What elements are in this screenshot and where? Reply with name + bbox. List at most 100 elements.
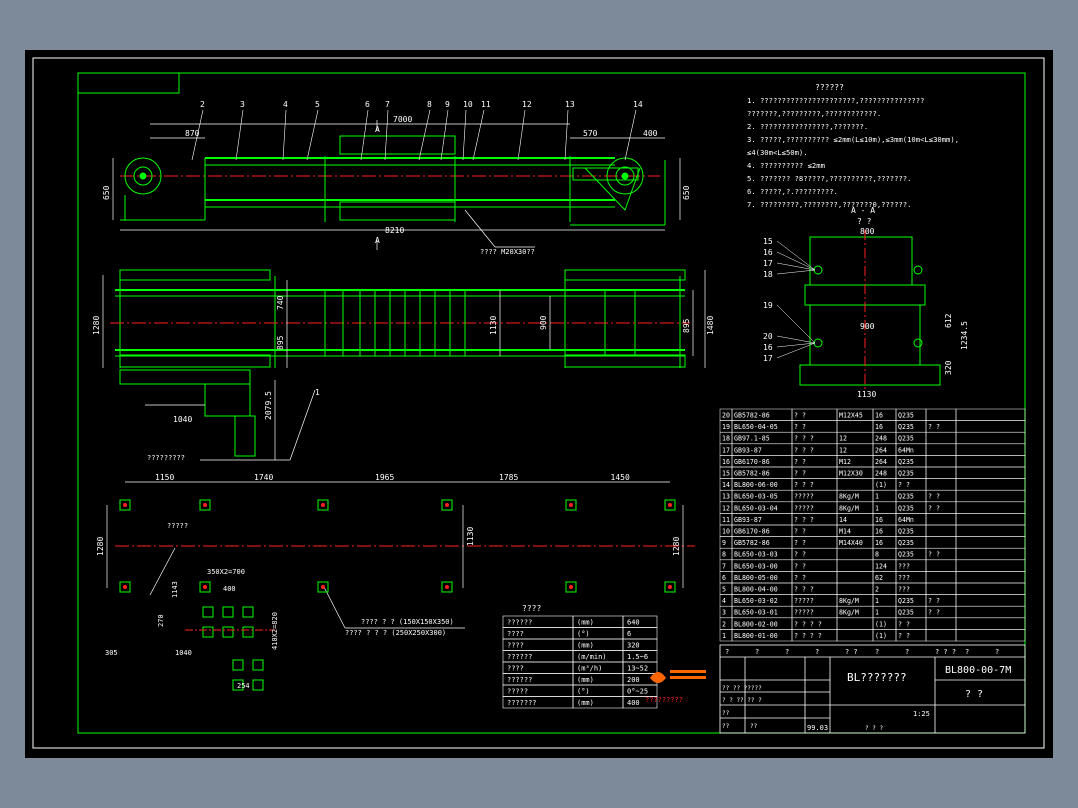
side-leader [418,109,431,161]
top-d6: 900 [539,315,548,330]
section-leader [776,342,816,359]
bom-cell [925,524,957,537]
bom-text: 12 [839,446,847,454]
title-header-cell: ? [905,648,909,656]
bom-text: 16 [875,412,883,420]
title-header-cell: ? [965,648,969,656]
title-block [719,644,1026,734]
bom-text: M12X45 [839,412,863,420]
bom-text: 16 [875,528,883,536]
param-text: (mm) [577,699,594,707]
detail-f: 305 [105,649,118,657]
bom-text: ? ? [928,609,940,617]
detail-h: 254 [237,682,250,690]
top-balloon: 1 [315,388,320,397]
section-subtitle: ? ? [857,217,872,226]
pad [119,499,131,511]
bom-text: Q235 [898,528,914,536]
title-header-cell: ? [785,648,789,656]
bom-text: 8Kg/M [839,493,859,501]
section-w-bot: 1130 [857,390,876,399]
bom-text: 1 [875,597,879,605]
section-balloon: 15 [763,237,773,246]
section-balloon: 17 [763,259,773,268]
bom-text: 16 [875,516,883,524]
section-leader [776,240,816,271]
notes-lines: 1. ??????????????????????,??????????????… [747,96,959,209]
bom-text: ? ? [794,539,806,547]
weld-note: ???? M20X30?? [480,248,535,256]
param-text: (m³/h) [577,665,602,673]
section-leader [776,342,816,348]
params-table: ??????(mm)640????(°)6????(mm)320??????(m… [502,615,658,709]
cad-viewport[interactable]: 8210 7000 870 570 400 650 650 A A ???? M… [25,50,1053,758]
bom-cell [925,455,957,468]
top-d8: 895 [682,318,691,333]
bom-text: 19 [722,423,730,431]
top-d1: 1280 [92,316,101,335]
pad [317,581,329,593]
top-crossbars [324,290,466,356]
bom-text: ? ? [794,574,806,582]
section-title: A - A [851,206,875,215]
bom-text: M14X40 [839,539,863,547]
side-leader [306,109,319,161]
bom-cell [955,605,1026,619]
bom-text: Q235 [898,423,914,431]
note-line: 1. ??????????????????????,??????????????… [747,96,924,105]
note-line: 5. ??????? ?8?????,??????????,???????. [747,174,911,183]
bom-cell [836,582,874,595]
note-line: 2. ????????????????,???????. [747,122,868,131]
param-text: ???? [507,665,524,673]
bom-cell [925,466,957,479]
section-view [799,236,941,386]
param-text: 400 [627,699,640,707]
param-text: ?????? [507,619,532,627]
bom-text: GB97.1-85 [734,435,770,443]
head-sprocket [124,157,162,195]
section-balloon: 16 [763,248,773,257]
bom-cell [836,629,874,642]
param-text: ????? [507,688,528,696]
bom-text: ? ? [794,562,806,570]
side-balloon: 7 [385,100,390,109]
bom-cell [955,478,1026,491]
side-balloon: 10 [463,100,473,109]
corner-tag [77,72,180,94]
bom-text: 3 [722,609,726,617]
detail-c: 270 [157,614,165,627]
bom-text: ? ? [794,423,806,431]
title-header-cell: ? [815,648,819,656]
bom-cell [925,582,957,595]
title-date: 99.03 [807,724,828,732]
bom-cell [836,559,874,572]
section-h3: 320 [944,360,953,375]
title-r3: ?? [722,710,730,717]
section-leader [776,262,816,271]
foundation-note-2: ???? ? ? ? (250X250X300) [345,629,446,637]
bom-text: 2 [875,586,879,594]
side-dims [112,120,681,250]
bom-text: ? ? [898,620,910,628]
side-leader [235,109,244,161]
param-text: (mm) [577,619,594,627]
bom-cell [925,408,957,421]
param-text: (mm) [577,676,594,684]
bom-cell [836,547,874,561]
bom-text: GB93-87 [734,516,762,524]
bom-text: ? ? [928,597,940,605]
note-line: ≤4(30m<L≤50m). [747,148,808,157]
bom-cell [955,629,1026,642]
top-d11: 2079.5 [264,391,273,420]
bom-text: 62 [875,574,883,582]
bom-text: M12X30 [839,470,863,478]
bom-text: ? ? [794,528,806,536]
bom-text: BL800-06-00 [734,481,778,489]
bom-text: 5 [722,586,726,594]
side-balloon: 9 [445,100,450,109]
bom-text: ? ? [794,551,806,559]
section-h1: 612 [944,313,953,328]
section-w-top: 800 [860,227,875,236]
bom-cell [955,431,1026,445]
